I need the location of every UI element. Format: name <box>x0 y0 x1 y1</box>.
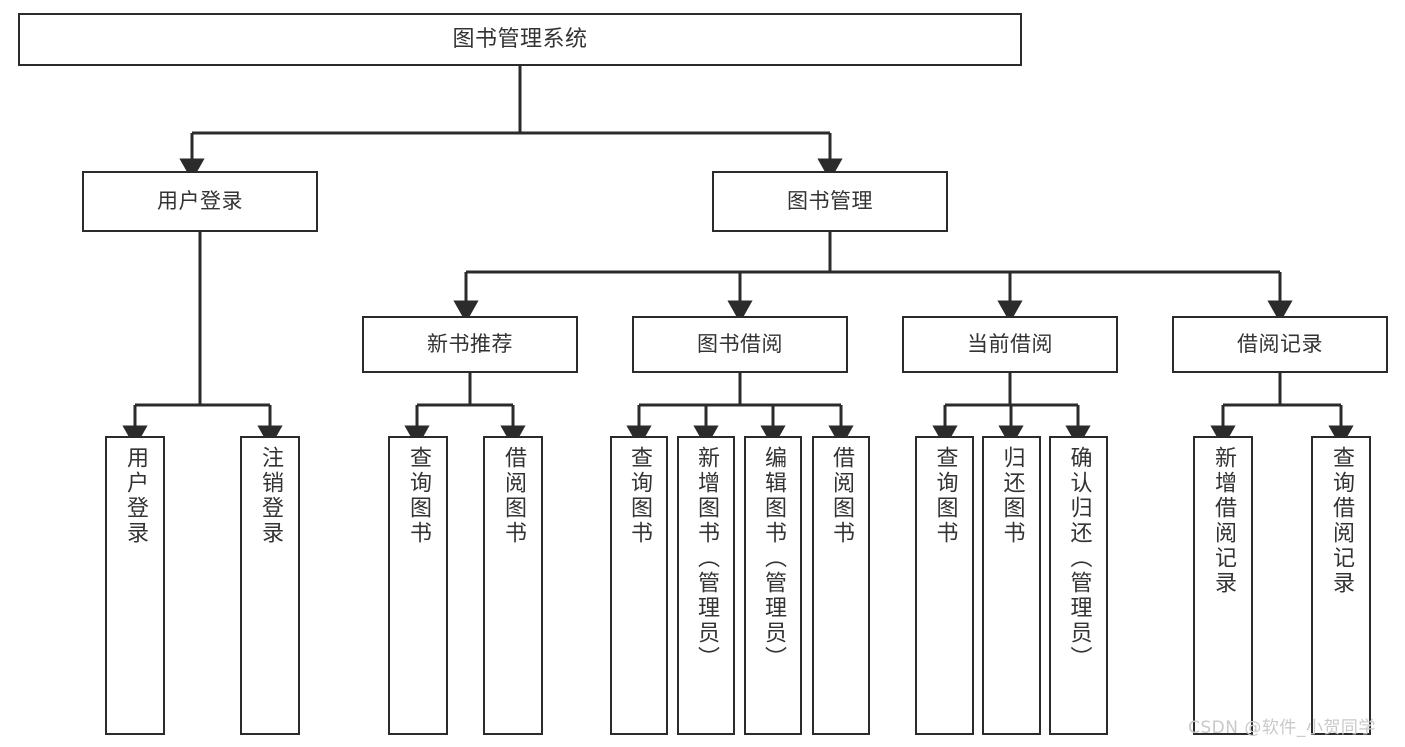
leaf-current-return-book[interactable]: 归还图书 <box>982 436 1041 735</box>
node-label: 图书借阅 <box>697 332 783 357</box>
node-label: 用户登录 <box>123 446 148 546</box>
node-label: 查询图书 <box>932 446 958 546</box>
node-book-borrow[interactable]: 图书借阅 <box>632 316 848 373</box>
node-label: 新增图书（管理员） <box>694 446 719 671</box>
node-label: 编辑图书（管理员） <box>761 446 786 671</box>
node-label: 图书管理系统 <box>452 26 588 52</box>
node-label: 用户登录 <box>157 189 243 214</box>
leaf-recommend-borrow-book[interactable]: 借阅图书 <box>483 436 543 735</box>
leaf-user-logout[interactable]: 注销登录 <box>240 436 300 735</box>
node-label: 图书管理 <box>787 189 873 214</box>
node-label: 查询图书 <box>406 446 431 546</box>
leaf-recommend-query-book[interactable]: 查询图书 <box>388 436 448 735</box>
leaf-borrow-add-book-admin[interactable]: 新增图书（管理员） <box>677 436 735 735</box>
leaf-record-query-borrow-record[interactable]: 查询借阅记录 <box>1311 436 1371 735</box>
leaf-record-add-borrow-record[interactable]: 新增借阅记录 <box>1193 436 1253 735</box>
node-label: 注销登录 <box>258 446 283 546</box>
leaf-user-login[interactable]: 用户登录 <box>105 436 165 735</box>
leaf-borrow-borrow-book[interactable]: 借阅图书 <box>812 436 870 735</box>
node-new-book-recommend[interactable]: 新书推荐 <box>362 316 578 373</box>
node-label: 归还图书 <box>999 446 1025 546</box>
leaf-borrow-edit-book-admin[interactable]: 编辑图书（管理员） <box>744 436 802 735</box>
leaf-borrow-query-book[interactable]: 查询图书 <box>610 436 668 735</box>
node-current-borrow[interactable]: 当前借阅 <box>902 316 1118 373</box>
node-root-system[interactable]: 图书管理系统 <box>18 13 1022 66</box>
node-user-login[interactable]: 用户登录 <box>82 171 318 232</box>
node-label: 新书推荐 <box>427 332 513 357</box>
node-label: 确认归还（管理员） <box>1066 446 1092 671</box>
node-label: 新增借阅记录 <box>1211 446 1236 596</box>
node-label: 查询图书 <box>627 446 652 546</box>
node-book-management[interactable]: 图书管理 <box>712 171 948 232</box>
node-label: 查询借阅记录 <box>1329 446 1354 596</box>
leaf-current-query-book[interactable]: 查询图书 <box>915 436 974 735</box>
leaf-current-confirm-return-admin[interactable]: 确认归还（管理员） <box>1049 436 1108 735</box>
node-label: 当前借阅 <box>967 332 1053 357</box>
node-borrow-record[interactable]: 借阅记录 <box>1172 316 1388 373</box>
node-label: 借阅记录 <box>1237 332 1323 357</box>
node-label: 借阅图书 <box>501 446 526 546</box>
node-label: 借阅图书 <box>829 446 854 546</box>
